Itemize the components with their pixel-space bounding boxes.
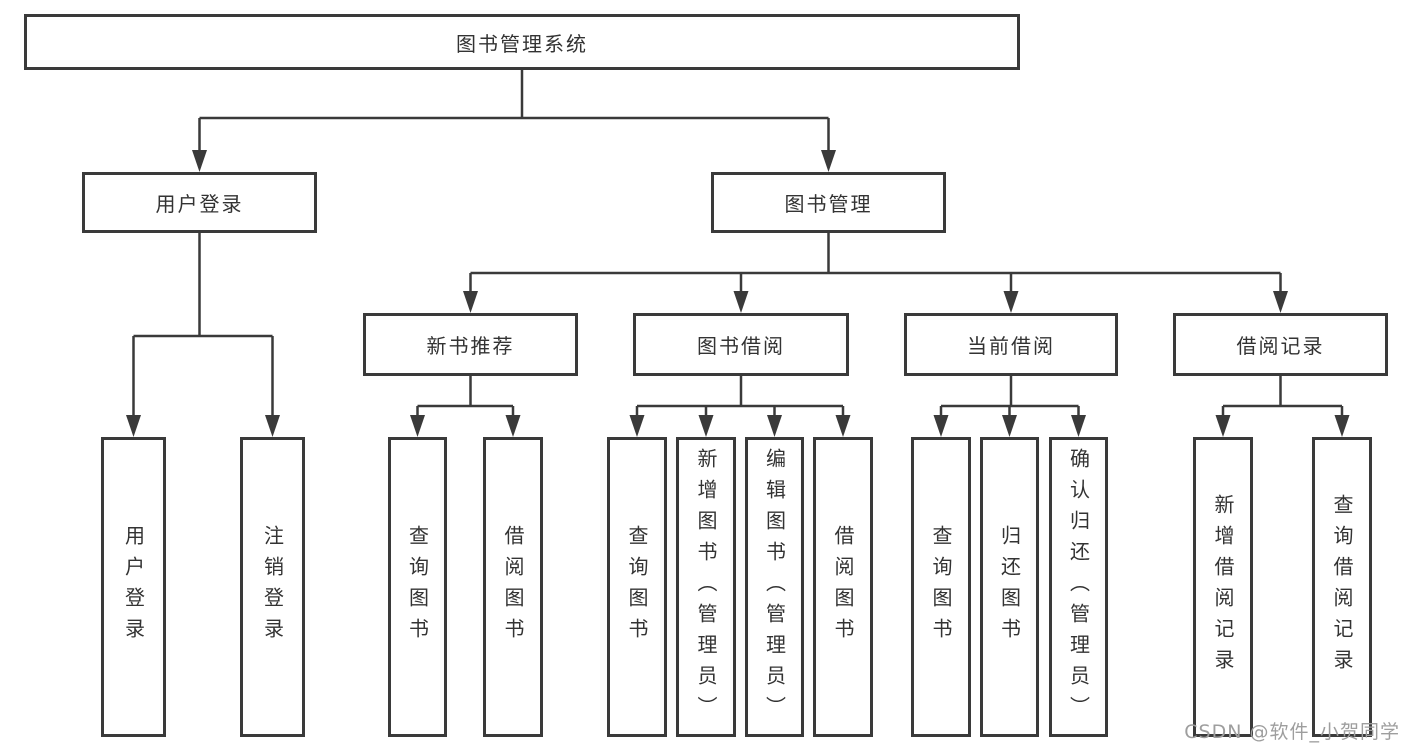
node-book-management: 图书管理 — [711, 172, 946, 233]
leaf-edit-book-admin: 编辑图书（管理员） — [745, 437, 804, 737]
leaf-user-login: 用户登录 — [101, 437, 166, 737]
leaf-confirm-return-admin: 确认归还（管理员） — [1049, 437, 1108, 737]
node-label: 用户登录 — [155, 192, 244, 216]
arrowheads — [126, 150, 1350, 437]
leaf-query-borrow-record: 查询借阅记录 — [1312, 437, 1372, 737]
leaf-query-books-borrowing: 查询图书 — [607, 437, 667, 737]
leaf-logout: 注销登录 — [240, 437, 305, 737]
node-library-management-system: 图书管理系统 — [24, 14, 1020, 70]
leaf-label: 查询图书 — [929, 525, 953, 649]
leaf-label: 借阅图书 — [831, 525, 855, 649]
node-label: 借阅记录 — [1236, 334, 1325, 358]
leaf-label: 查询借阅记录 — [1330, 494, 1354, 680]
leaf-query-books-recommend: 查询图书 — [388, 437, 447, 737]
node-label: 图书借阅 — [697, 334, 785, 358]
leaf-label: 查询图书 — [625, 525, 649, 649]
node-book-borrowing: 图书借阅 — [633, 313, 849, 376]
leaf-query-books-current: 查询图书 — [911, 437, 971, 737]
leaf-add-borrow-record: 新增借阅记录 — [1193, 437, 1253, 737]
leaf-label: 新增图书（管理员） — [694, 447, 718, 727]
node-borrow-records: 借阅记录 — [1173, 313, 1388, 376]
leaf-label: 新增借阅记录 — [1211, 494, 1235, 680]
leaf-label: 编辑图书（管理员） — [762, 447, 787, 727]
leaf-label: 查询图书 — [405, 525, 430, 649]
leaf-label: 归还图书 — [997, 525, 1022, 649]
leaf-label: 注销登录 — [260, 525, 285, 649]
node-label: 图书管理系统 — [456, 31, 588, 56]
leaf-return-book: 归还图书 — [980, 437, 1039, 737]
node-label: 新书推荐 — [426, 334, 515, 358]
leaf-label: 确认归还（管理员） — [1066, 447, 1091, 727]
leaf-add-book-admin: 新增图书（管理员） — [676, 437, 736, 737]
node-label: 图书管理 — [784, 192, 873, 216]
node-user-login: 用户登录 — [82, 172, 317, 233]
node-current-borrowing: 当前借阅 — [904, 313, 1118, 376]
node-label: 当前借阅 — [967, 334, 1055, 358]
node-new-book-recommend: 新书推荐 — [363, 313, 578, 376]
leaf-label: 借阅图书 — [501, 525, 525, 649]
leaf-borrow-books-recommend: 借阅图书 — [483, 437, 543, 737]
csdn-watermark: CSDN @软件_小贺同学 — [1184, 721, 1400, 743]
leaf-borrow-books: 借阅图书 — [813, 437, 873, 737]
leaf-label: 用户登录 — [121, 525, 146, 649]
